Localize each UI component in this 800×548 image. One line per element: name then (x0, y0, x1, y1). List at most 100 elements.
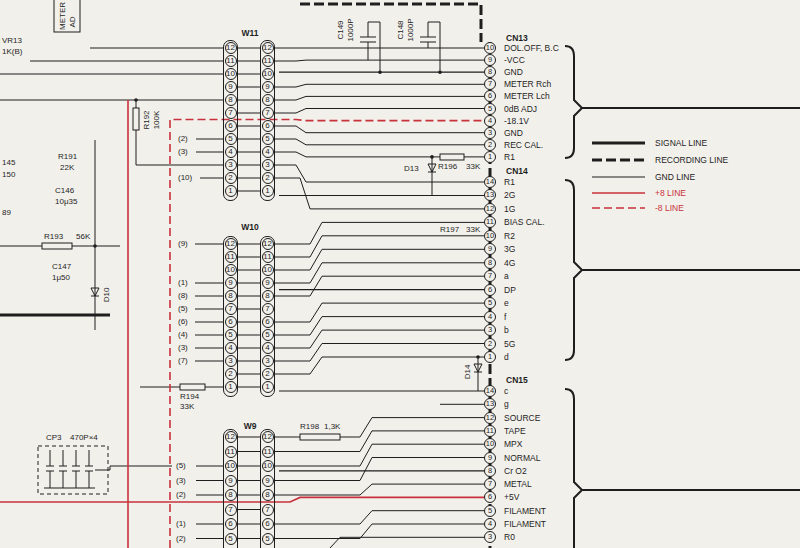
legend-text: GND LINE (655, 172, 695, 182)
wire-bundle (279, 72, 484, 73)
pin-number: 4 (262, 146, 274, 158)
signal-name: FILAMENT (504, 506, 546, 516)
legend-text: -8 LINE (655, 203, 684, 213)
pin-number: 6 (225, 120, 237, 132)
signal-name: SOURCE (504, 413, 540, 423)
pin-number: 8 (262, 489, 274, 501)
pin-number: 14 (484, 176, 496, 188)
signal-name: 0dB ADJ (504, 104, 537, 114)
component-label: 89 (2, 208, 11, 217)
component-label: 1μ50 (52, 273, 70, 282)
pin-number: 10 (225, 460, 237, 472)
pin-number: 6 (262, 120, 274, 132)
signal-name: d (504, 352, 509, 362)
signal-name: 2G (504, 190, 515, 200)
pin-number: 2 (484, 338, 496, 350)
component-label: 1000P (406, 18, 415, 41)
plus8-line (0, 497, 484, 502)
pin-number: 9 (484, 452, 496, 464)
component-label: 56K (76, 232, 90, 241)
resistor-symbol (300, 434, 340, 440)
pin-number: 2 (225, 172, 237, 184)
component-label: 22K (60, 163, 74, 172)
pin-number: 6 (262, 518, 274, 530)
callout-number: (2) (176, 490, 186, 499)
pin-number: 6 (484, 90, 496, 102)
pin-number: 11 (225, 251, 237, 263)
wire-bundle (279, 470, 484, 471)
diode-symbol (91, 288, 99, 296)
pin-number: 4 (484, 115, 496, 127)
pin-number: 9 (484, 54, 496, 66)
pin-number: 9 (262, 81, 274, 93)
pin-number: 6 (484, 284, 496, 296)
connector-name: W9 (244, 421, 257, 431)
board-outline (300, 4, 481, 42)
signal-name: R1 (504, 177, 515, 187)
pin-number: 4 (484, 518, 496, 530)
pin-number: 12 (262, 431, 274, 443)
signal-name: DOL.OFF, B.C (504, 43, 559, 53)
pin-number: 10 (484, 230, 496, 242)
meter-adj-box (54, 0, 80, 32)
pin-number: 6 (262, 316, 274, 328)
pin-number: 9 (484, 243, 496, 255)
pin-number: 5 (262, 133, 274, 145)
pin-number: 7 (225, 504, 237, 516)
signal-name: -18.1V (504, 116, 529, 126)
signal-name: REC CAL. (504, 140, 543, 150)
wire-connector: W10121211111010998877665544332211 (221, 222, 279, 400)
pin-number: 12 (225, 42, 237, 54)
pin-number: 7 (262, 504, 274, 516)
pin-number: 5 (484, 505, 496, 517)
component-label: D14 (463, 365, 472, 380)
pin-number: 4 (484, 311, 496, 323)
pin-number: 2 (225, 368, 237, 380)
pin-number: 13 (484, 189, 496, 201)
pin-number: 12 (484, 203, 496, 215)
component-label: 33K (466, 225, 480, 234)
pin-number: 12 (262, 238, 274, 250)
pin-number: 8 (484, 465, 496, 477)
pin-number: 9 (225, 475, 237, 487)
signal-name: f (504, 312, 506, 322)
legend-text: SIGNAL LINE (655, 138, 707, 148)
component-label: D13 (404, 164, 419, 173)
callout-number: (8) (178, 291, 188, 300)
board-connector: CN1414R1132G121G11BIAS CAL.10R293G84G7a6… (484, 166, 549, 366)
pin-number: 5 (484, 297, 496, 309)
component-label: 33K (466, 162, 480, 171)
legend-sample (592, 159, 645, 162)
pin-number: 5 (225, 133, 237, 145)
plus8-line (127, 100, 129, 548)
pin-number: 7 (225, 303, 237, 315)
pin-number: 9 (225, 81, 237, 93)
pin-number: 10 (484, 438, 496, 450)
pin-number: 10 (262, 264, 274, 276)
component-label: R192 (142, 110, 151, 129)
signal-name: GND (504, 128, 523, 138)
connector-name: W10 (241, 222, 258, 232)
legend-text: +8 LINE (655, 188, 686, 198)
pin-number: 12 (262, 42, 274, 54)
pin-number: 9 (262, 475, 274, 487)
callout-number: (9) (178, 239, 188, 248)
wire-connector: W11121211111010998877665544332211 (221, 28, 279, 204)
pin-number: 1 (484, 351, 496, 363)
pin-number: 6 (225, 518, 237, 530)
component-label: METER (58, 2, 67, 30)
signal-name: 1G (504, 204, 515, 214)
signal-name: FILAMENT (504, 519, 546, 529)
signal-name: +5V (504, 492, 519, 502)
pin-number: 11 (262, 55, 274, 67)
resistor-symbol (42, 243, 72, 249)
signal-wires (274, 165, 484, 374)
signal-name: a (504, 271, 509, 281)
pin-number: 8 (225, 489, 237, 501)
legend-text: RECORDING LINE (655, 155, 728, 165)
callout-number: (5) (176, 461, 186, 470)
pin-number: 4 (225, 342, 237, 354)
pin-number: 6 (484, 491, 496, 503)
junction-dots (93, 70, 480, 358)
